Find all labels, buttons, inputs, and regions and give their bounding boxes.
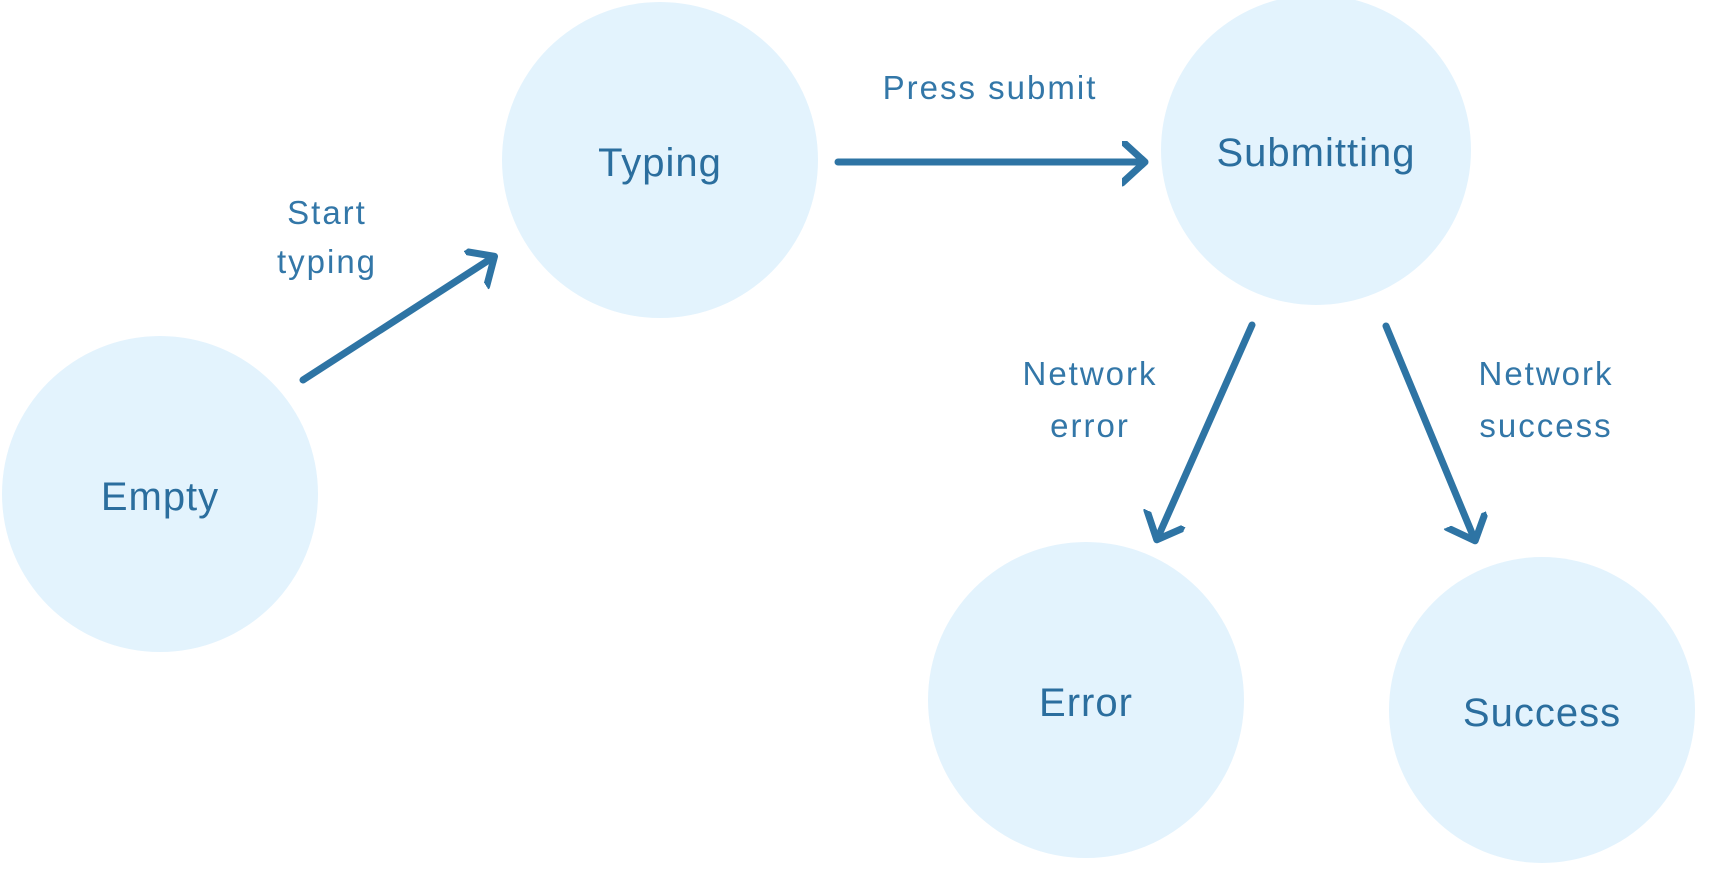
state-node-error: Error	[928, 542, 1244, 858]
state-circle-error	[928, 542, 1244, 858]
transition-label-start-typing-line-1: Start	[287, 194, 367, 231]
state-node-empty: Empty	[2, 336, 318, 652]
transition-typing-to-submitting: Press submit	[834, 69, 1142, 162]
transition-label-network-success-line-2: success	[1479, 407, 1612, 444]
state-circle-success	[1389, 557, 1695, 863]
transition-submitting-to-success: Network success	[1382, 322, 1613, 538]
state-label-empty: Empty	[101, 475, 219, 519]
transition-empty-to-typing: Start typing	[277, 194, 492, 384]
transition-label-network-error-line-2: error	[1050, 407, 1130, 444]
transition-arrow-submitting-to-success	[1382, 322, 1474, 538]
state-node-typing: Typing	[502, 2, 818, 318]
transition-label-start-typing-line-2: typing	[277, 243, 377, 280]
state-label-submitting: Submitting	[1217, 131, 1416, 175]
state-label-typing: Typing	[598, 141, 722, 185]
state-label-success: Success	[1463, 691, 1621, 735]
transition-label-network-success-line-1: Network	[1478, 355, 1613, 392]
state-node-submitting: Submitting	[1161, 0, 1471, 305]
transition-submitting-to-error: Network error	[1022, 321, 1256, 537]
state-circle-submitting	[1161, 0, 1471, 305]
state-node-success: Success	[1389, 557, 1695, 863]
state-label-error: Error	[1039, 681, 1133, 725]
transition-label-press-submit: Press submit	[883, 69, 1098, 106]
state-circle-empty	[2, 336, 318, 652]
transition-arrow-submitting-to-error	[1158, 321, 1256, 537]
transition-arrow-empty-to-typing	[299, 258, 492, 384]
state-circle-typing	[502, 2, 818, 318]
transition-label-network-error-line-1: Network	[1022, 355, 1157, 392]
